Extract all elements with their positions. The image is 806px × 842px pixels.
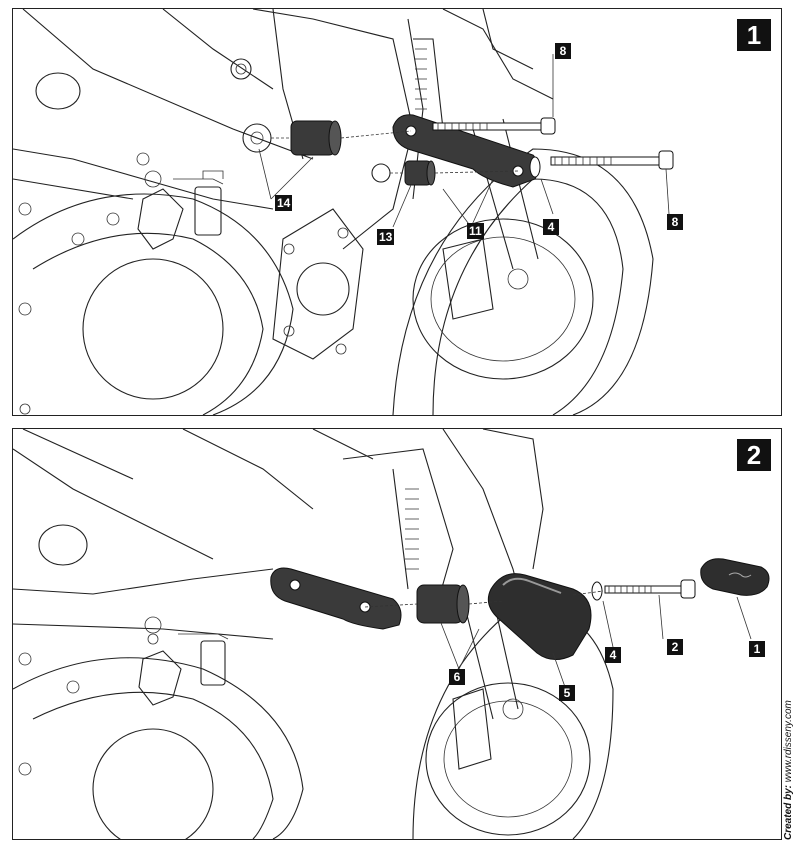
mounted-bracket (270, 567, 402, 630)
slider-puck-5 (487, 573, 592, 660)
bolt-8-upper (432, 117, 556, 135)
bolt-2 (604, 579, 696, 599)
credit-prefix: Created by: (783, 784, 794, 840)
step-2-panel: 2 4 2 1 6 5 (12, 428, 782, 840)
washer-4 (591, 581, 603, 601)
callout-1: 1 (749, 641, 765, 657)
callout-4: 4 (605, 647, 621, 663)
step-number: 2 (737, 439, 771, 471)
callout-13: 13 (377, 229, 395, 245)
engine-cover (13, 152, 294, 415)
spacer-6 (416, 584, 470, 624)
spacer-small (371, 160, 436, 186)
spacer-large (290, 120, 342, 156)
front-wheel (392, 148, 654, 415)
engine-cover (13, 616, 304, 839)
leader-lines (440, 594, 752, 688)
leader-lines (258, 54, 670, 228)
credit-url: www.rdisseny.com (783, 700, 794, 783)
step-1-panel: 1 8 8 14 13 11 4 (12, 8, 782, 416)
callout-5: 5 (559, 685, 575, 701)
pump-cover (272, 208, 364, 360)
step-2-illustration (13, 429, 770, 839)
front-wheel (412, 607, 614, 839)
callout-14: 14 (275, 195, 293, 211)
callout-2: 2 (667, 639, 683, 655)
callout-11: 11 (467, 223, 484, 239)
assembly-lines (364, 590, 604, 608)
washer-4 (529, 156, 541, 178)
cable-clip (173, 170, 224, 236)
callout-8-top: 8 (555, 43, 571, 59)
callout-8-right: 8 (667, 214, 683, 230)
callout-4: 4 (543, 219, 559, 235)
step-number: 1 (737, 19, 771, 51)
bolt-8-lower (550, 150, 674, 170)
callout-6: 6 (449, 669, 465, 685)
mounting-bracket-11 (392, 114, 539, 188)
credit-text: Created by: www.rdisseny.com (783, 700, 794, 840)
step-1-illustration (13, 9, 674, 415)
end-cap-1 (700, 558, 770, 596)
cable-clip (178, 633, 229, 686)
motorcycle-frame (13, 9, 554, 250)
assembly-lines (271, 130, 519, 174)
